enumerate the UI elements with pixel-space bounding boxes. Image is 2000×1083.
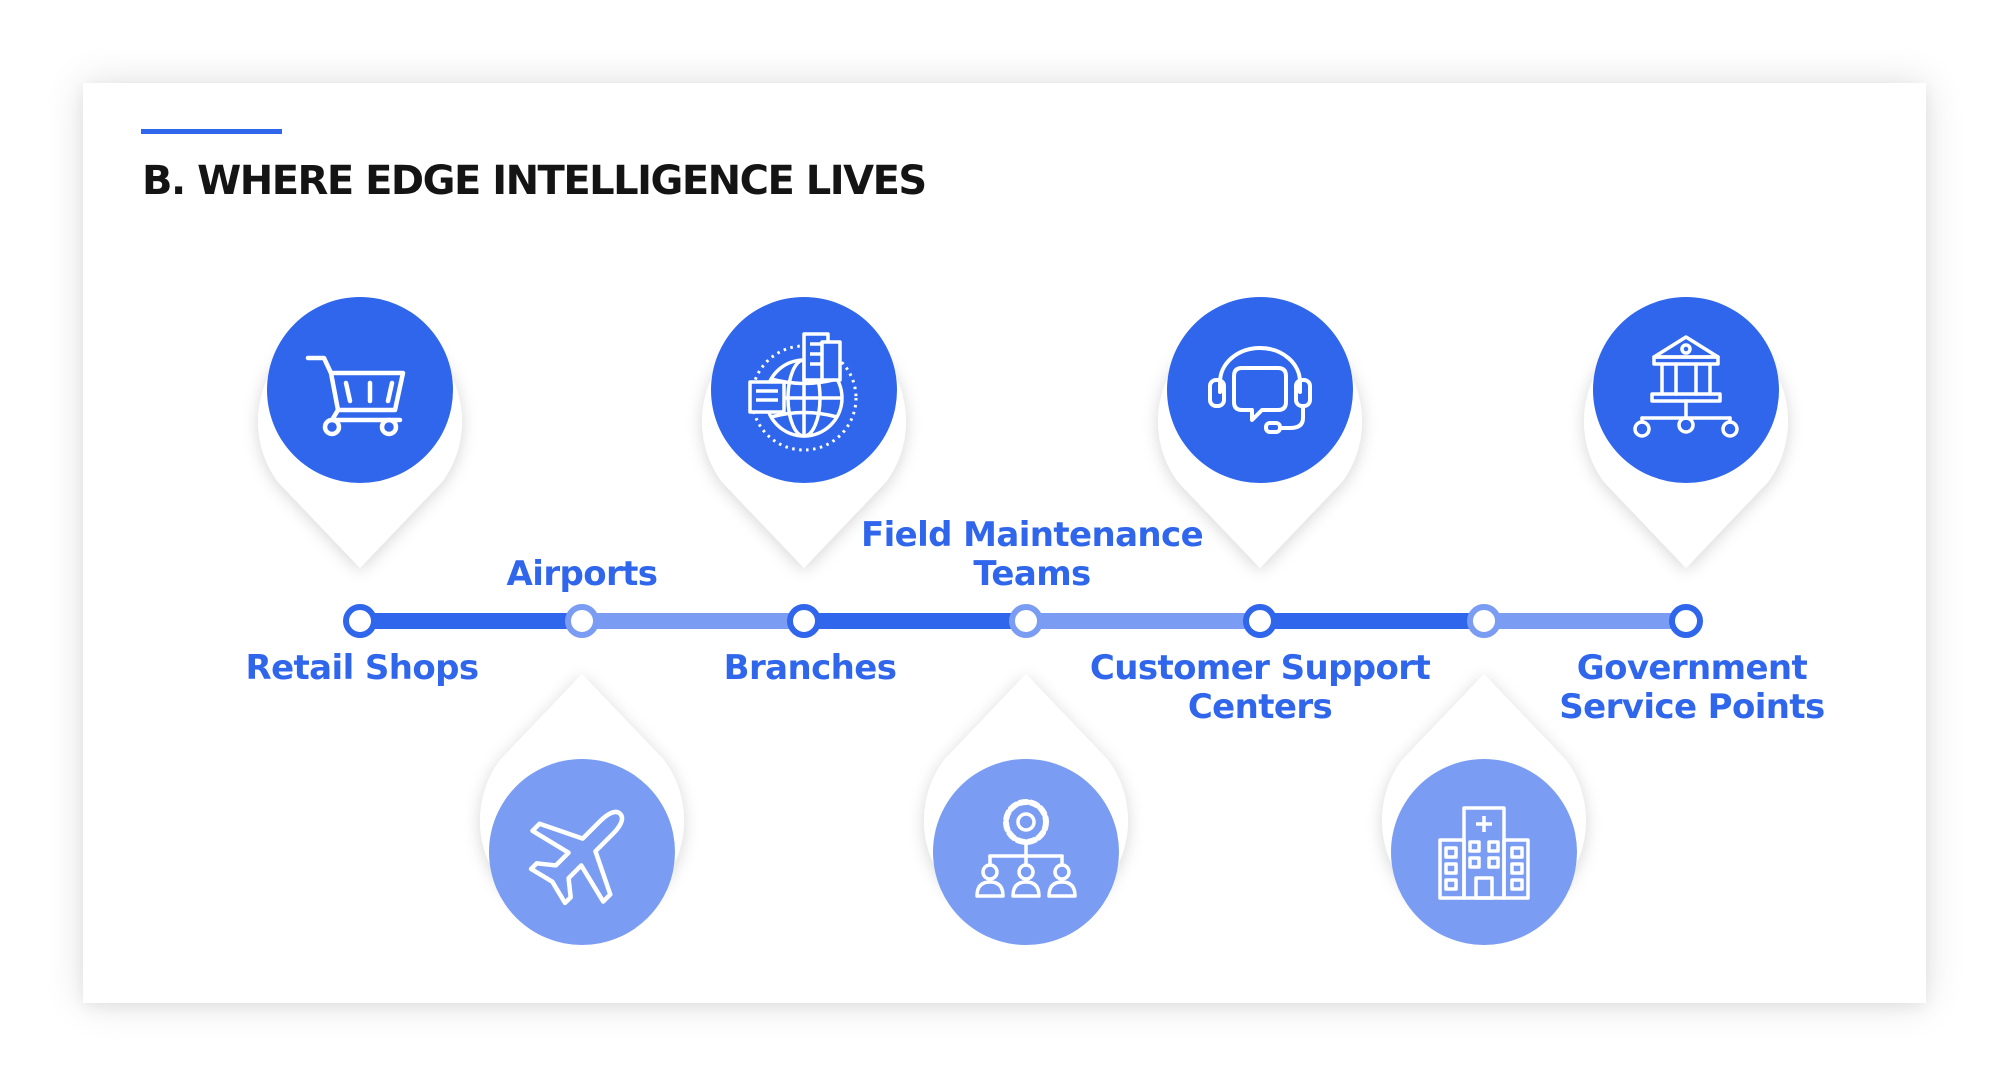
pin-field-maintenance-teams xyxy=(924,674,1128,945)
pin-hospital xyxy=(1382,674,1586,945)
timeline-node-retail-shops xyxy=(343,604,377,638)
headset-chat-icon xyxy=(1208,346,1312,434)
pin-government-service-points xyxy=(1584,297,1788,568)
timeline-node-field-maintenance xyxy=(1009,604,1043,638)
timeline-nodes xyxy=(343,604,1703,638)
airplane-icon xyxy=(528,809,625,906)
timeline-node-hospital xyxy=(1467,604,1501,638)
label-retail-shops: Retail Shops xyxy=(245,648,479,688)
pin-branches xyxy=(702,297,906,568)
title-accent-line xyxy=(141,129,282,134)
shopping-cart-icon xyxy=(305,355,406,437)
pin-customer-support-centers xyxy=(1158,297,1363,568)
timeline-node-customer-support xyxy=(1243,604,1277,638)
label-field-maintenance-teams: Field Maintenance Teams xyxy=(860,515,1204,594)
government-building-network-icon xyxy=(1633,335,1739,438)
label-branches: Branches xyxy=(723,648,897,688)
label-government-service-points: Government Service Points xyxy=(1559,648,1825,727)
gear-team-hierarchy-icon xyxy=(975,799,1077,898)
hospital-building-icon xyxy=(1438,806,1530,900)
label-customer-support-centers: Customer Support Centers xyxy=(1089,648,1431,727)
globe-buildings-icon xyxy=(748,332,858,452)
timeline-node-branches xyxy=(787,604,821,638)
pin-retail-shops xyxy=(258,297,463,568)
label-airports: Airports xyxy=(506,554,658,594)
timeline-node-government xyxy=(1669,604,1703,638)
page-title: B. WHERE EDGE INTELLIGENCE LIVES xyxy=(142,158,927,204)
timeline-node-airports xyxy=(565,604,599,638)
pin-airports xyxy=(480,674,684,945)
